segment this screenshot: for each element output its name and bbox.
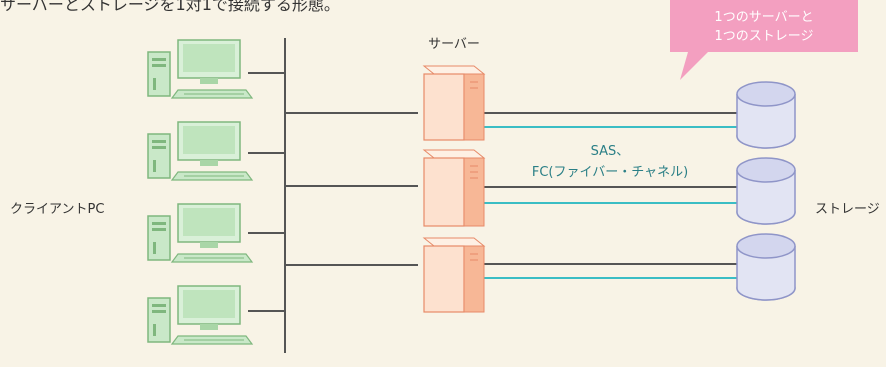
server-label: サーバー bbox=[428, 37, 480, 52]
storage-icon bbox=[736, 233, 796, 301]
client-pc-icon bbox=[147, 285, 253, 345]
callout-bubble: 1つのサーバーと 1つのストレージ bbox=[670, 0, 858, 80]
client-pc-icon bbox=[147, 203, 253, 263]
callout-line1: 1つのサーバーと bbox=[714, 10, 813, 25]
storage-icon bbox=[736, 157, 796, 225]
storage-icon bbox=[736, 81, 796, 149]
server-network-lines bbox=[285, 112, 418, 266]
client-pc-icon bbox=[147, 39, 253, 99]
server-icon bbox=[422, 237, 486, 313]
client-pc-label: クライアントPC bbox=[10, 202, 104, 217]
server-icon bbox=[422, 149, 486, 227]
sas-label: SAS、 bbox=[591, 144, 630, 159]
storage-label: ストレージ bbox=[815, 202, 880, 217]
callout-line2: 1つのストレージ bbox=[714, 29, 813, 44]
server-icon bbox=[422, 65, 486, 141]
caption: サーバーとストレージを1対1で接続する形態。 bbox=[0, 0, 340, 14]
client-pc-icon bbox=[147, 121, 253, 181]
client-branches bbox=[248, 72, 285, 312]
fc-label: FC(ファイバー・チャネル) bbox=[532, 165, 688, 180]
storage-connections bbox=[482, 112, 737, 279]
